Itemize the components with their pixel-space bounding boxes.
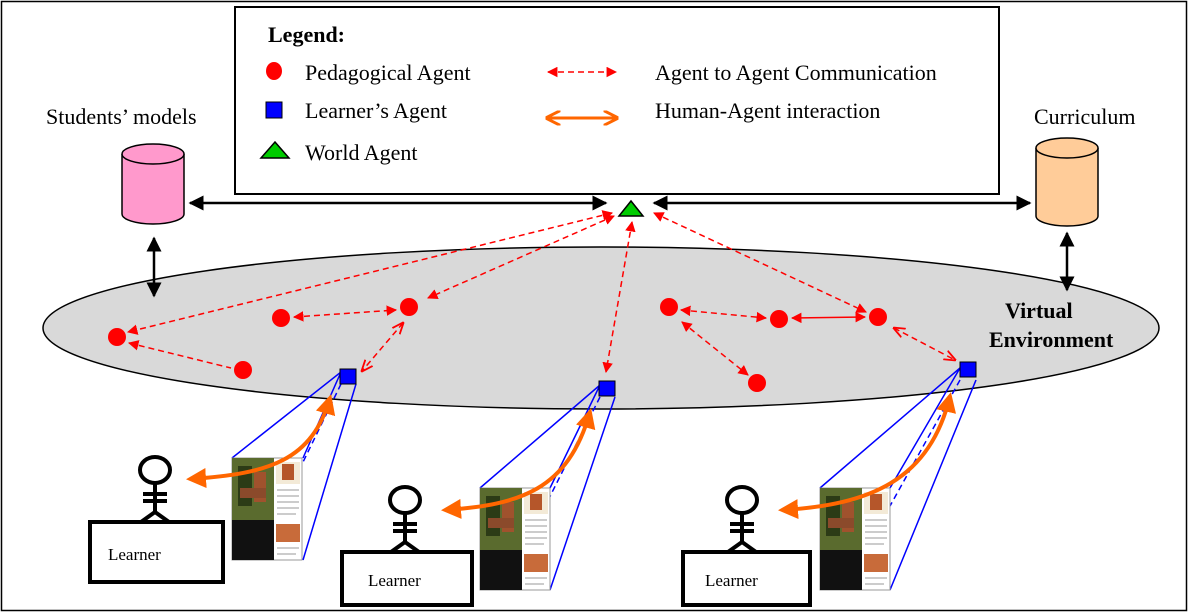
pedagogical-agent-icon bbox=[266, 62, 282, 80]
curriculum-label: Curriculum bbox=[1034, 104, 1135, 129]
learner-agent-icon bbox=[959, 361, 977, 378]
learner-agent-icon bbox=[339, 368, 357, 385]
legend-box bbox=[234, 6, 1000, 195]
learner-label: Learner bbox=[368, 571, 421, 590]
legend-pedagogical: Pedagogical Agent bbox=[305, 60, 471, 85]
human-agent-interaction bbox=[778, 392, 957, 520]
learner-box bbox=[340, 550, 474, 607]
pedagogical-agent-icon bbox=[770, 310, 788, 328]
world-agent-icon bbox=[617, 199, 645, 217]
learner-box bbox=[681, 550, 812, 607]
legend-human-agent: Human-Agent interaction bbox=[655, 98, 880, 123]
a2a-link bbox=[679, 305, 768, 323]
learner-group-1: Learner bbox=[88, 368, 357, 584]
pedagogical-agent-icon bbox=[748, 374, 766, 392]
a2a-link bbox=[362, 323, 403, 371]
a2a-link bbox=[127, 340, 232, 369]
learner-box bbox=[88, 520, 225, 584]
curriculum-database-icon bbox=[1035, 137, 1099, 227]
a2a-link bbox=[681, 321, 749, 376]
legend-title: Legend: bbox=[268, 22, 345, 47]
a2a-link bbox=[292, 305, 398, 322]
pedagogical-agent-icon bbox=[234, 361, 252, 379]
world-agent-icon bbox=[259, 140, 291, 159]
a2a-link bbox=[653, 212, 867, 313]
virtual-environment-label-1: Virtual bbox=[1005, 298, 1073, 323]
learner-agent-icon bbox=[598, 380, 616, 397]
agent-communication-links bbox=[126, 210, 955, 376]
a2a-link-solid bbox=[790, 311, 867, 324]
students-models-label: Students’ models bbox=[46, 104, 197, 129]
learner-agent-icon bbox=[265, 101, 283, 119]
learner-label: Learner bbox=[108, 545, 161, 564]
pedagogical-agent-icon bbox=[660, 298, 678, 316]
pedagogical-agent-icon bbox=[272, 309, 290, 327]
virtual-environment-label-2: Environment bbox=[989, 327, 1114, 352]
a2a-link bbox=[602, 220, 636, 374]
pedagogical-agents bbox=[108, 298, 887, 392]
pedagogical-agent-icon bbox=[108, 328, 126, 346]
pedagogical-agent-icon bbox=[400, 298, 418, 316]
a2a-link bbox=[894, 328, 955, 360]
legend-world: World Agent bbox=[305, 140, 418, 165]
human-agent-interaction bbox=[441, 408, 596, 519]
legend: Legend: Pedagogical Agent Learner’s Agen… bbox=[234, 6, 1000, 195]
a2a-link bbox=[427, 215, 615, 299]
legend-learner-agent: Learner’s Agent bbox=[305, 98, 447, 123]
learner-label: Learner bbox=[705, 571, 758, 590]
learner-group-3: Learner bbox=[681, 361, 977, 607]
human-agent-interaction bbox=[186, 394, 336, 488]
students-models-database-icon bbox=[121, 143, 185, 225]
pedagogical-agent-icon bbox=[869, 308, 887, 326]
learner-group-2: Learner bbox=[340, 380, 616, 607]
legend-a2a: Agent to Agent Communication bbox=[655, 60, 937, 85]
